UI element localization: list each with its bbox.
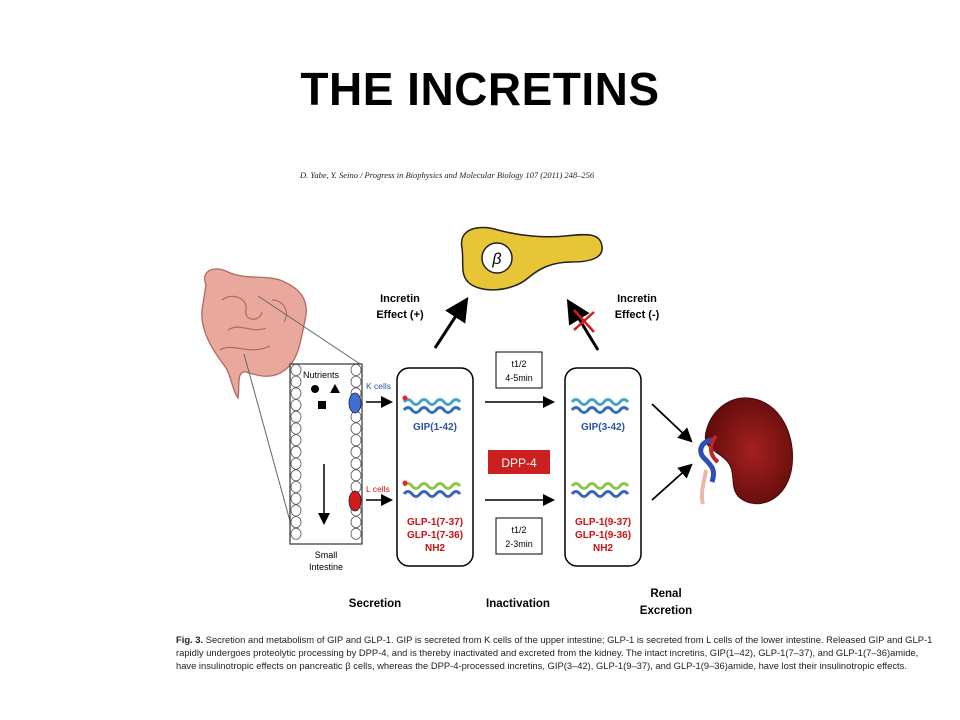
epithelial-cell	[290, 516, 302, 529]
kidney-icon	[698, 397, 794, 505]
figure-caption: Fig. 3. Secretion and metabolism of GIP …	[176, 633, 936, 672]
epithelial-cell	[290, 387, 302, 400]
epithelial-cell	[350, 363, 362, 376]
glp1-inactive-label-1: GLP-1(9-37)	[575, 517, 631, 528]
epithelial-cell	[290, 445, 302, 458]
epithelial-cell	[290, 410, 302, 423]
intestinal-epithelium: Nutrients K cells L cells	[289, 363, 391, 545]
k-cells-label: K cells	[366, 381, 391, 391]
gip-peptide-icon	[402, 395, 462, 414]
inactivation-label: Inactivation	[486, 598, 550, 610]
incretin-effect-pos-label-2: Effect (+)	[376, 309, 424, 321]
figure-caption-text: Secretion and metabolism of GIP and GLP-…	[176, 634, 933, 671]
epithelial-cell	[290, 480, 302, 493]
gip-half-life-label-1: t1/2	[511, 359, 526, 369]
nutrient-square-icon	[318, 401, 326, 409]
l-cells-label: L cells	[366, 484, 390, 494]
incretin-effect-pos-label-1: Incretin	[380, 293, 420, 305]
incretin-effect-neg-label-1: Incretin	[617, 293, 657, 305]
small-intestine-label-2: Intestine	[309, 562, 343, 572]
k-cell-icon	[348, 392, 362, 414]
glp1-inactive-label-3: NH2	[593, 543, 613, 554]
glp1-half-life-box: t1/2 2-3min	[495, 517, 543, 555]
epithelial-cell	[290, 492, 302, 505]
secretion-label: Secretion	[349, 598, 401, 610]
nutrient-triangle-icon	[330, 384, 340, 393]
gip-half-life-box: t1/2 4-5min	[495, 351, 543, 389]
figure-citation: D. Yabe, Y. Seino / Progress in Biophysi…	[300, 170, 595, 180]
glp1-inactive-peptide-icon	[570, 482, 630, 498]
epithelial-cell	[350, 469, 362, 482]
epithelial-cell	[350, 527, 362, 540]
epithelial-cell	[290, 422, 302, 435]
epithelial-cell	[350, 445, 362, 458]
glp1-active-label-1: GLP-1(7-37)	[407, 517, 463, 528]
renal-excretion-label-2: Excretion	[640, 605, 692, 617]
epithelial-cell	[350, 516, 362, 529]
blocked-cross-icon	[573, 309, 595, 333]
gip-half-life-label-2: 4-5min	[505, 373, 533, 383]
epithelial-cell	[290, 375, 302, 388]
epithelial-cell	[290, 457, 302, 470]
beta-cell-label: β	[491, 251, 501, 268]
epithelial-cell	[290, 434, 302, 447]
dpp4-label: DPP-4	[501, 456, 537, 470]
epithelial-cell	[350, 457, 362, 470]
page-title: THE INCRETINS	[300, 63, 660, 115]
glp1-active-label-2: GLP-1(7-36)	[407, 530, 463, 541]
epithelial-cell	[350, 422, 362, 435]
gip-inactive-label: GIP(3-42)	[581, 422, 625, 433]
pancreas-icon: β	[460, 226, 603, 291]
glp1-peptide-icon	[402, 480, 462, 498]
epithelial-cell	[290, 399, 302, 412]
nutrients-label: Nutrients	[303, 370, 340, 380]
gip-inactive-peptide-icon	[570, 398, 630, 414]
l-cell-icon	[348, 490, 362, 512]
dpp4-enzyme-box: DPP-4	[488, 450, 550, 474]
glp1-inactive-label-2: GLP-1(9-36)	[575, 530, 631, 541]
figure-number: Fig. 3.	[176, 634, 204, 645]
glp1-half-life-label-2: 2-3min	[505, 539, 533, 549]
epithelial-cell	[290, 469, 302, 482]
inactive-incretins-box: GIP(3-42) GLP-1(9-37) GLP-1(9-36) NH2	[564, 367, 642, 567]
glp1-active-label-3: NH2	[425, 543, 445, 554]
epithelial-cell	[290, 504, 302, 517]
gip-active-label: GIP(1-42)	[413, 422, 457, 433]
renal-excretion-label-1: Renal	[650, 588, 681, 600]
intestine-icon	[201, 268, 307, 400]
incretin-effect-neg-label-2: Effect (-)	[615, 309, 660, 321]
epithelial-cell	[350, 434, 362, 447]
nutrient-circle-icon	[311, 385, 319, 393]
epithelial-cell	[350, 375, 362, 388]
epithelial-cell	[290, 363, 302, 376]
epithelial-cell	[290, 527, 302, 540]
small-intestine-label-1: Small	[315, 550, 338, 560]
glp1-half-life-label-1: t1/2	[511, 525, 526, 535]
active-incretins-box: GIP(1-42) GLP-1(7-37) GLP-1(7-36) NH2	[396, 367, 474, 567]
